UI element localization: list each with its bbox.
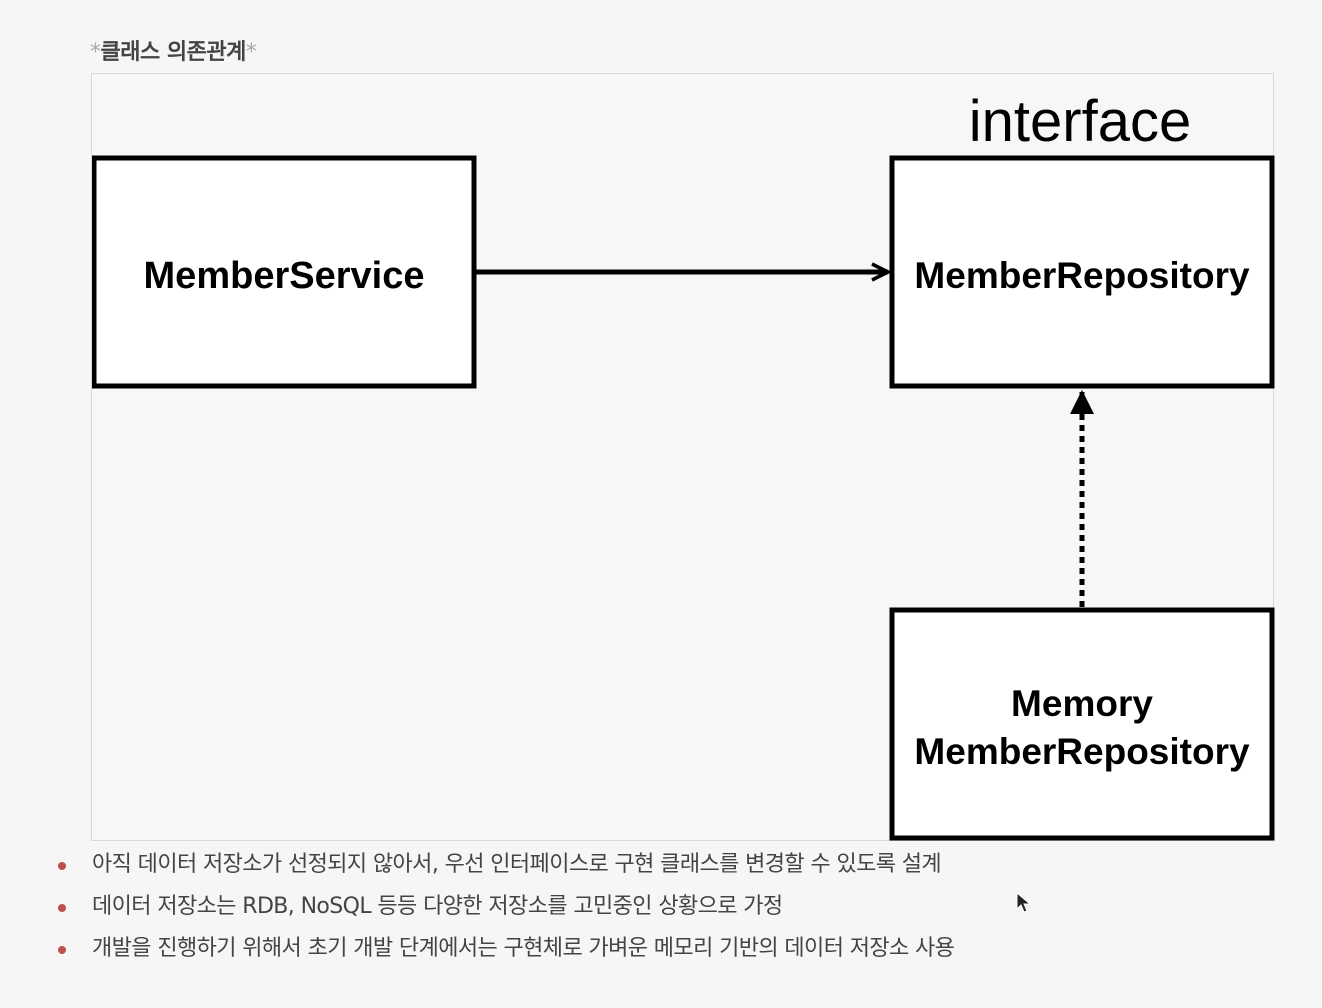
class-diagram-svg: interface MemberService MemberRepository… — [92, 89, 1275, 841]
notes-list: 아직 데이터 저장소가 선정되지 않아서, 우선 인터페이스로 구현 클래스를 … — [54, 844, 955, 970]
bullet-icon — [58, 904, 66, 912]
class-diagram: interface MemberService MemberRepository… — [91, 73, 1275, 841]
member-service-box — [92, 155, 477, 389]
bullet-icon — [58, 862, 66, 870]
caption-star-open: * — [90, 40, 101, 65]
member-service-label: MemberService — [144, 255, 425, 297]
caption-text: 클래스 의존관계 — [100, 40, 247, 65]
note-text-3: 개발을 진행하기 위해서 초기 개발 단계에서는 구현체로 가벼운 메모리 기반… — [92, 936, 955, 961]
mouse-cursor-icon — [1016, 892, 1032, 913]
bullet-icon — [58, 946, 66, 954]
diagram-caption: *클래스 의존관계* — [90, 34, 257, 66]
list-item: 데이터 저장소는 RDB, NoSQL 등등 다양한 저장소를 고민중인 상황으… — [54, 886, 954, 928]
caption-star-close: * — [245, 40, 257, 65]
list-item: 개발을 진행하기 위해서 초기 개발 단계에서는 구현체로 가벼운 메모리 기반… — [54, 928, 955, 970]
interface-label: interface — [969, 89, 1191, 154]
memory-member-repository-box — [889, 607, 1275, 841]
note-text-1: 아직 데이터 저장소가 선정되지 않아서, 우선 인터페이스로 구현 클래스를 … — [92, 852, 942, 877]
memory-repository-label-line1: Memory — [1011, 683, 1153, 724]
list-item: 아직 데이터 저장소가 선정되지 않아서, 우선 인터페이스로 구현 클래스를 … — [54, 844, 954, 886]
member-repository-box — [889, 155, 1275, 389]
member-repository-label: MemberRepository — [914, 255, 1250, 296]
memory-repository-label-line2: MemberRepository — [914, 731, 1250, 772]
note-text-2: 데이터 저장소는 RDB, NoSQL 등등 다양한 저장소를 고민중인 상황으… — [92, 894, 783, 919]
